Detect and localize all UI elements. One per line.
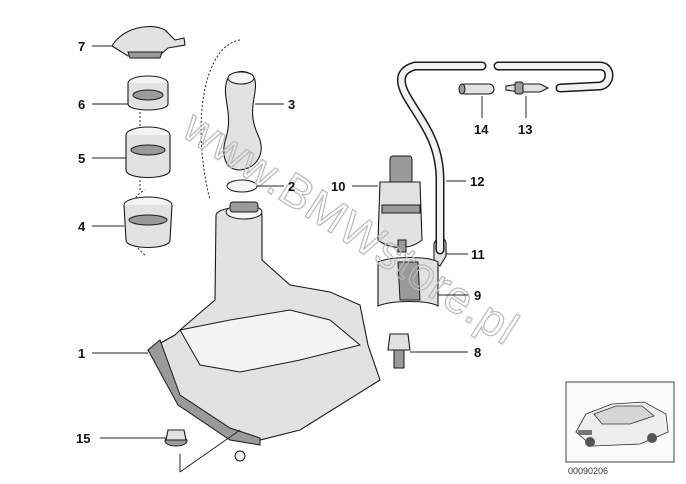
callout-9: 9 xyxy=(474,288,481,303)
part-bolt[interactable] xyxy=(387,333,411,369)
part-short-hose[interactable] xyxy=(458,83,495,95)
callout-5: 5 xyxy=(78,151,85,166)
callout-7: 7 xyxy=(78,39,85,54)
callout-14: 14 xyxy=(474,122,489,137)
part-washer-reservoir[interactable] xyxy=(147,201,381,462)
part-filler-hose[interactable] xyxy=(223,70,262,171)
mount-guide-line xyxy=(179,429,241,473)
part-ring[interactable] xyxy=(127,75,169,111)
callout-1: 1 xyxy=(78,346,85,361)
callout-6: 6 xyxy=(78,97,85,112)
callout-4: 4 xyxy=(78,219,86,234)
callout-11: 11 xyxy=(471,247,485,262)
part-washer-pump[interactable] xyxy=(377,155,423,253)
part-grommet[interactable] xyxy=(164,429,188,447)
callout-15: 15 xyxy=(76,431,90,446)
callout-13: 13 xyxy=(518,122,532,137)
callout-2: 2 xyxy=(288,179,295,194)
callout-3: 3 xyxy=(288,97,295,112)
callout-8: 8 xyxy=(474,345,481,360)
vehicle-thumbnail xyxy=(565,381,675,463)
reference-code: 00090206 xyxy=(568,466,608,476)
part-washer-hose[interactable] xyxy=(396,61,614,255)
part-lower-sleeve[interactable] xyxy=(123,196,173,249)
callout-10: 10 xyxy=(331,179,345,194)
callout-12: 12 xyxy=(470,174,484,189)
part-sleeve[interactable] xyxy=(125,126,171,179)
part-filler-cap[interactable] xyxy=(111,26,186,59)
part-connector[interactable] xyxy=(505,81,550,95)
